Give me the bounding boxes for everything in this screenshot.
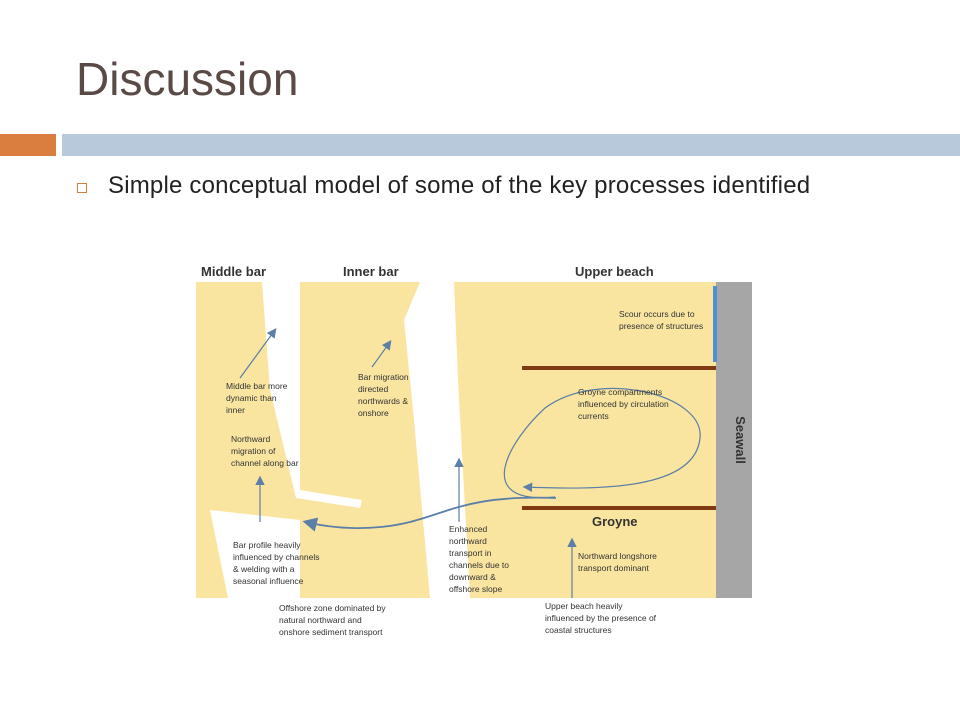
- seawall: [716, 282, 752, 598]
- transport-arrow: [302, 496, 557, 532]
- header-inner-bar: Inner bar: [343, 264, 399, 279]
- note-groyne-compartments: Groyne compartments influenced by circul…: [578, 387, 671, 421]
- note-enhanced-transport: Enhanced northward transport in channels…: [449, 524, 511, 594]
- note-bar-profile: Bar profile heavily influenced by channe…: [233, 540, 322, 586]
- note-northward-migration: Northward migration of channel along bar: [231, 434, 299, 468]
- accent-bar-blue: [62, 134, 960, 156]
- note-bar-migration: Bar migration directed northwards & onsh…: [358, 372, 411, 418]
- caption-upper-beach: Upper beach heavily influenced by the pr…: [545, 601, 658, 635]
- header-upper-beach: Upper beach: [575, 264, 654, 279]
- groyne-upper: [522, 366, 716, 370]
- arrow-bar-migration: [371, 340, 392, 368]
- caption-offshore: Offshore zone dominated by natural north…: [279, 603, 388, 637]
- groyne-lower: [522, 506, 716, 510]
- seawall-label: Seawall: [733, 416, 748, 464]
- note-scour: Scour occurs due to presence of structur…: [619, 309, 703, 331]
- channel-middle: [262, 282, 362, 508]
- circulation-arrow: [503, 387, 701, 499]
- groyne-label: Groyne: [592, 514, 638, 529]
- channel-offshore: [210, 510, 300, 598]
- arrow-middle-bar: [239, 328, 277, 379]
- accent-bar-orange: [0, 134, 56, 156]
- scour-line: [713, 286, 717, 362]
- note-middle-bar-dynamic: Middle bar more dynamic than inner: [226, 381, 290, 415]
- note-longshore: Northward longshore transport dominant: [578, 551, 659, 573]
- bullet-text: Simple conceptual model of some of the k…: [108, 172, 811, 199]
- header-middle-bar: Middle bar: [201, 264, 266, 279]
- channel-inner: [404, 282, 470, 598]
- slide-title: Discussion: [76, 53, 299, 105]
- bullet-square-icon: [77, 183, 87, 193]
